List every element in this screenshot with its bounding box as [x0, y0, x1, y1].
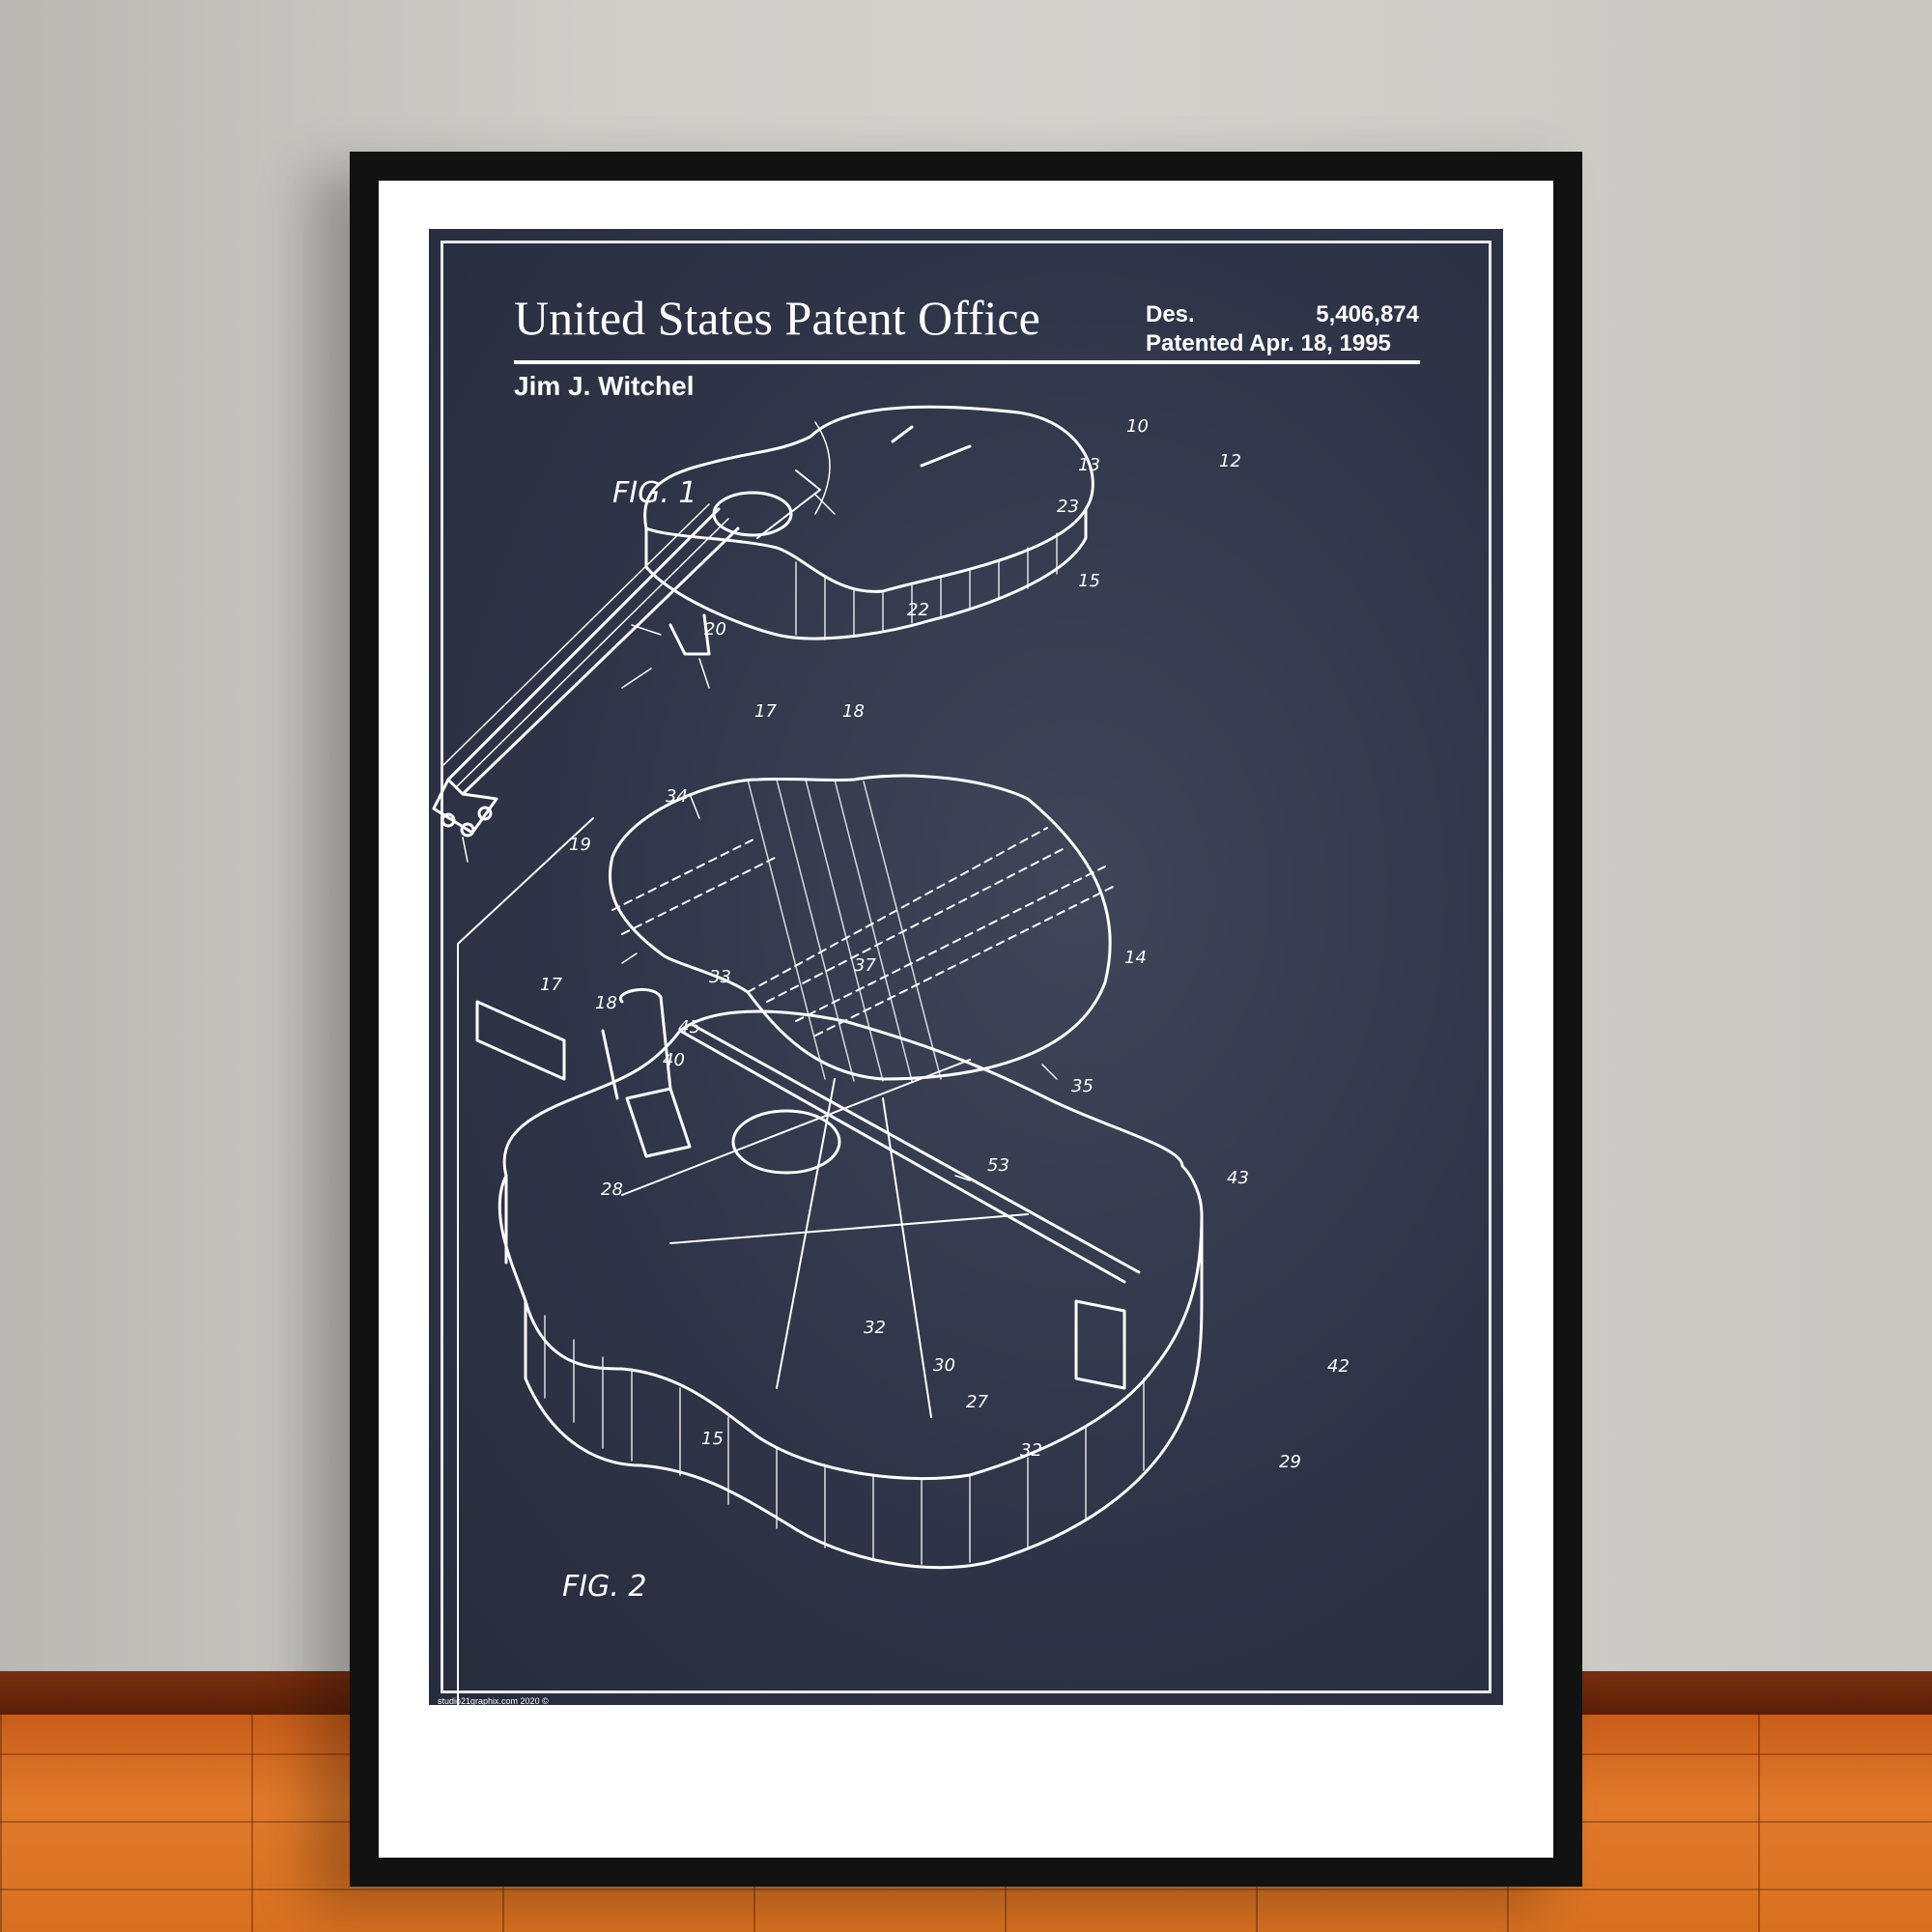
fig2-ref-37: 37 — [854, 955, 876, 976]
guitar-patent-drawing: FIG. 1 — [432, 405, 1350, 1705]
fig1-ref-13: 13 — [1078, 455, 1100, 475]
fig2-ref-45: 45 — [678, 1017, 700, 1037]
fig2-ref-28: 28 — [601, 1179, 623, 1200]
fig1-ref-10: 10 — [1126, 416, 1149, 437]
fig1-ref-22: 22 — [907, 600, 929, 620]
fig2-ref-18: 18 — [595, 993, 617, 1013]
inventor-name: Jim J. Witchel — [514, 371, 695, 401]
title-rule — [514, 360, 1420, 364]
des-label: Des. — [1146, 301, 1195, 327]
poster-title: United States Patent Office — [514, 291, 1040, 345]
fig1-ref-23: 23 — [1057, 497, 1079, 517]
fig2-guitar-illustration — [457, 774, 1204, 1705]
fig2-ref-43: 43 — [1227, 1168, 1249, 1188]
fig1-ref-17: 17 — [754, 701, 777, 722]
fig2-ref-53: 53 — [987, 1155, 1009, 1176]
credit-text: studio21graphix.com 2020 © — [438, 1696, 549, 1706]
fig1-label: FIG. 1 — [612, 476, 697, 510]
fig2-ref-35: 35 — [1071, 1076, 1094, 1096]
fig2-ref-30: 30 — [933, 1355, 955, 1376]
fig2-ref-15: 15 — [701, 1429, 724, 1449]
fig2-ref-32a: 32 — [864, 1318, 886, 1338]
fig2-ref-29: 29 — [1279, 1452, 1301, 1472]
fig2-ref-17: 17 — [540, 975, 562, 995]
fig2-ref-34: 34 — [666, 786, 688, 807]
fig2-ref-42: 42 — [1327, 1356, 1350, 1377]
fig2-ref-32b: 32 — [1020, 1440, 1042, 1461]
fig2-ref-33: 33 — [709, 967, 731, 987]
des-number: 5,406,874 — [1316, 301, 1419, 327]
fig1-ref-18: 18 — [842, 701, 865, 722]
fig2-ref-40: 40 — [663, 1050, 685, 1070]
fig2-ref-27: 27 — [966, 1392, 988, 1412]
fig1-ref-20: 20 — [704, 619, 726, 639]
fig2-label: FIG. 2 — [562, 1570, 647, 1604]
print-border — [440, 241, 1492, 1693]
fig1-ref-19: 19 — [569, 835, 591, 855]
fig1-ref-15: 15 — [1078, 571, 1100, 591]
patent-print — [429, 229, 1503, 1705]
fig2-ref-14: 14 — [1124, 948, 1147, 968]
patent-date: Patented Apr. 18, 1995 — [1146, 330, 1391, 356]
fig1-ref-12: 12 — [1219, 451, 1241, 471]
fig1-guitar-illustration — [432, 405, 1094, 863]
